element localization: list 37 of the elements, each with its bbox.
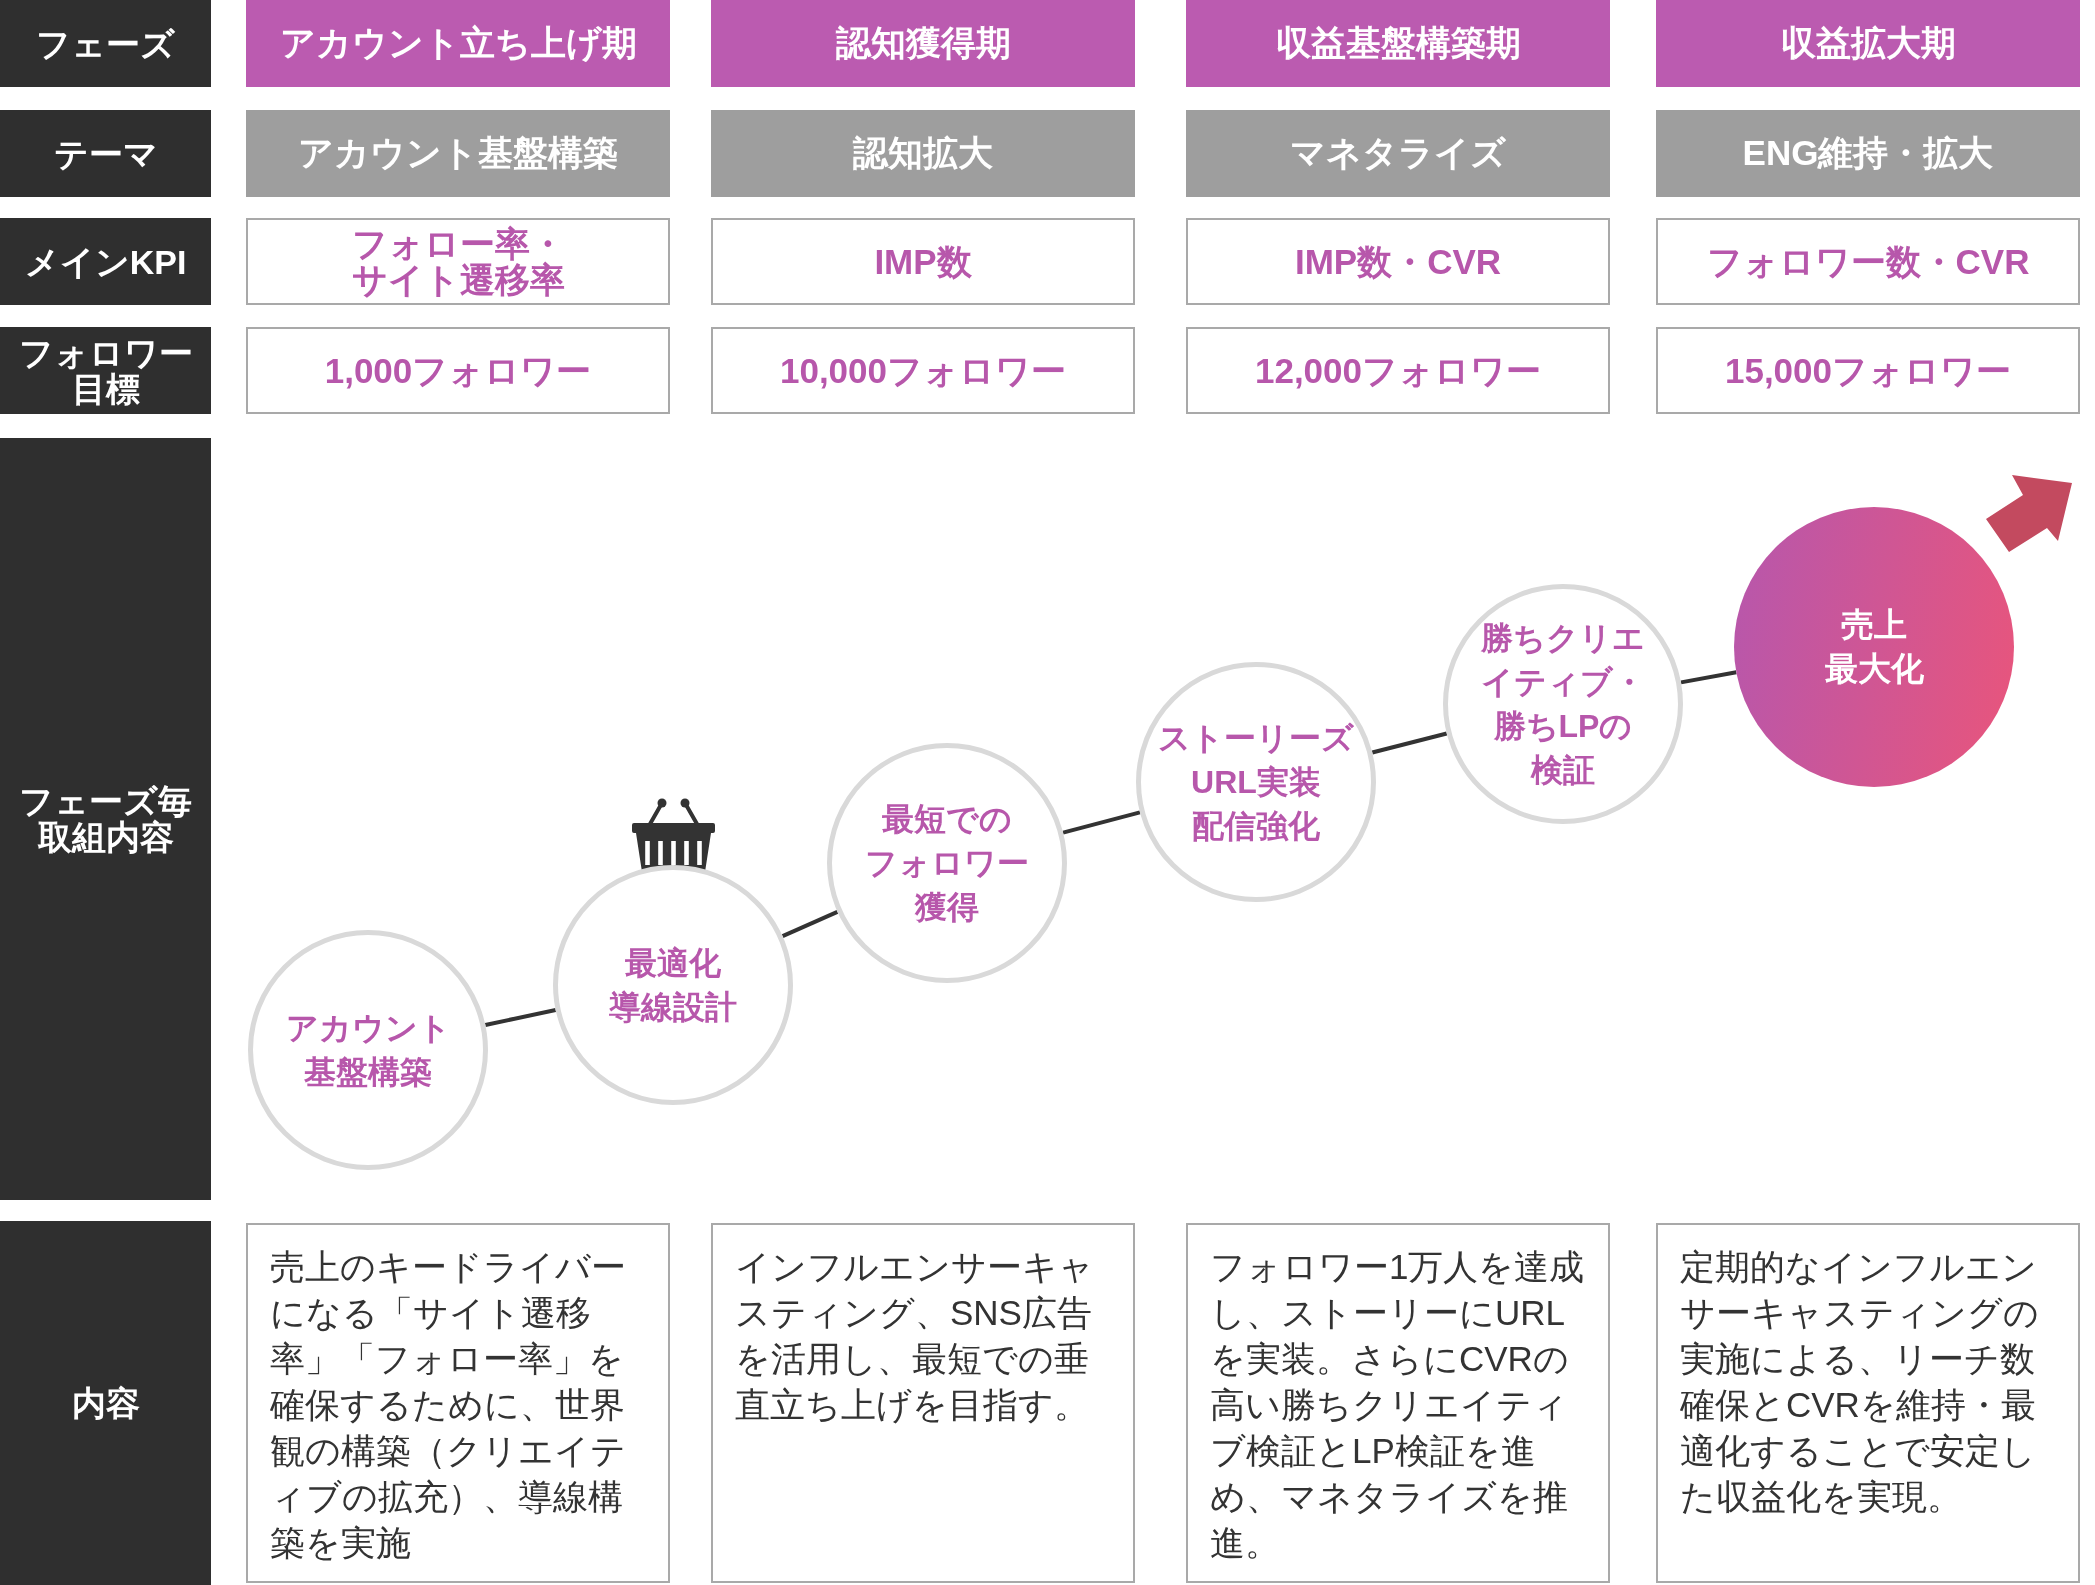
connector-line xyxy=(1371,731,1448,755)
theme-bar: マネタライズ xyxy=(1186,110,1610,197)
theme-bar: ENG維持・拡大 xyxy=(1656,110,2080,197)
description-box: 定期的なインフルエンサーキャスティングの実施による、リーチ数確保とCVRを維持・最適化することで安定した収益化を実現。 xyxy=(1656,1223,2080,1583)
kpi-cell: フォロワー数・CVR xyxy=(1656,218,2080,305)
connector-line xyxy=(484,1008,557,1027)
row-header: 内容 xyxy=(0,1221,211,1585)
target-cell: 10,000フォロワー xyxy=(711,327,1135,414)
row-header: メインKPI xyxy=(0,218,211,305)
step-circle: 最短でのフォロワー獲得 xyxy=(827,743,1067,983)
theme-bar: 認知拡大 xyxy=(711,110,1135,197)
connector-line xyxy=(1680,670,1737,685)
target-cell: 15,000フォロワー xyxy=(1656,327,2080,414)
row-header: フェーズ xyxy=(0,0,211,87)
row-header: フェーズ毎取組内容 xyxy=(0,438,211,1200)
phase-header: 収益基盤構築期 xyxy=(1186,0,1610,87)
kpi-cell: IMP数 xyxy=(711,218,1135,305)
step-circle: 勝ちクリエイティブ・勝ちLPの検証 xyxy=(1443,584,1683,824)
phase-header: 収益拡大期 xyxy=(1656,0,2080,87)
connector-line xyxy=(781,910,839,938)
step-circle: 最適化導線設計 xyxy=(553,865,793,1105)
goal-circle: 売上最大化 xyxy=(1734,507,2014,787)
row-header: テーマ xyxy=(0,110,211,197)
kpi-cell: IMP数・CVR xyxy=(1186,218,1610,305)
theme-bar: アカウント基盤構築 xyxy=(246,110,670,197)
phase-header: 認知獲得期 xyxy=(711,0,1135,87)
kpi-cell: フォロー率・サイト遷移率 xyxy=(246,218,670,305)
step-circle: アカウント基盤構築 xyxy=(248,930,488,1170)
connector-line xyxy=(1062,810,1141,835)
description-box: 売上のキードライバーになる「サイト遷移率」「フォロー率」を確保するために、世界観の構築（クリエイティブの拡充）、導線構築を実施 xyxy=(246,1223,670,1583)
step-circle: ストーリーズURL実装配信強化 xyxy=(1136,662,1376,902)
description-box: フォロワー1万人を達成し、ストーリーにURLを実装。さらにCVRの高い勝ちクリエイティブ検証とLP検証を進め、マネタライズを推進。 xyxy=(1186,1223,1610,1583)
row-header: フォロワー目標 xyxy=(0,327,211,414)
description-box: インフルエンサーキャスティング、SNS広告を活用し、最短での垂直立ち上げを目指す。 xyxy=(711,1223,1135,1583)
target-cell: 12,000フォロワー xyxy=(1186,327,1610,414)
target-cell: 1,000フォロワー xyxy=(246,327,670,414)
phase-header: アカウント立ち上げ期 xyxy=(246,0,670,87)
